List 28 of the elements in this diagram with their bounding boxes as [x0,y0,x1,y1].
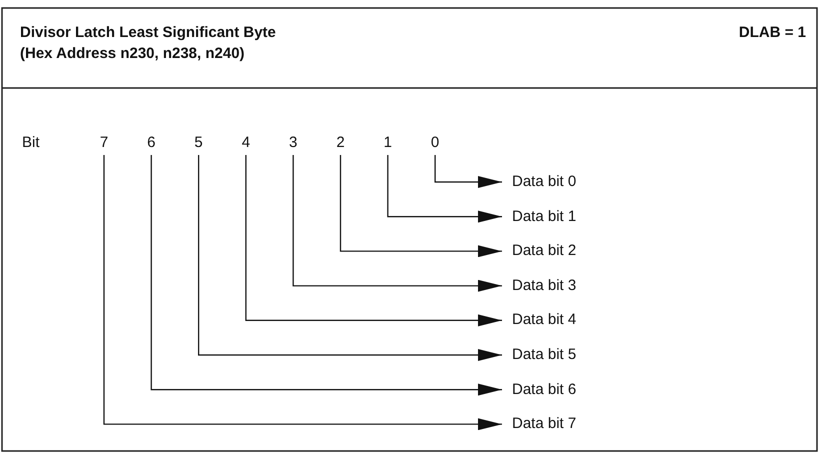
arrow [198,155,502,361]
arrow [245,155,502,326]
data-bit-label: Data bit 6 [512,380,576,399]
bit-number: 3 [287,134,300,152]
bit-number: 4 [240,134,252,152]
register-title: Divisor Latch Least Significant Byte [20,24,276,42]
dlab-note: DLAB = 1 [738,24,806,42]
bit-heading: Bit [22,134,40,152]
arrow [292,155,502,292]
register-address: (Hex Address n230, n238, n240) [20,45,245,63]
bit-number: 7 [98,134,110,152]
bit-number: 2 [334,134,346,152]
bit-number: 0 [429,134,442,152]
arrow [387,155,502,223]
bit-number: 1 [382,134,394,152]
data-bit-label: Data bit 2 [512,242,576,260]
bit-number: 5 [192,134,205,152]
arrow [103,155,502,430]
data-bit-label: Data bit 4 [512,311,576,330]
data-bit-label: Data bit 0 [512,173,576,191]
arrow [150,155,502,396]
arrow [340,155,502,258]
data-bit-label: Data bit 7 [512,415,576,434]
data-bit-label: Data bit 1 [512,208,576,226]
data-bit-label: Data bit 3 [512,276,576,295]
data-bit-label: Data bit 5 [512,346,576,364]
arrow [434,155,502,188]
bit-number: 6 [145,134,158,152]
